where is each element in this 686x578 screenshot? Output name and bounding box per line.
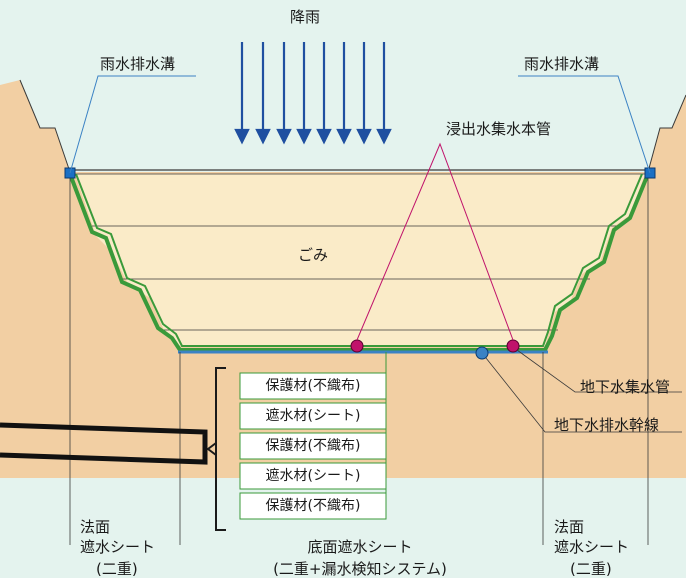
left-slope-line1: 法面 bbox=[80, 518, 111, 536]
extension-lines bbox=[69, 178, 649, 545]
right-drain-leader bbox=[518, 75, 651, 174]
soil-outline-right bbox=[647, 94, 686, 173]
liner-green-inner bbox=[75, 173, 643, 347]
bottom-line1: 底面遮水シート bbox=[307, 538, 413, 556]
ground-soil bbox=[0, 80, 70, 478]
layers-bracket bbox=[215, 367, 226, 531]
leachate-pipe-left bbox=[350, 339, 364, 353]
waste-body bbox=[75, 174, 645, 346]
bracket-point bbox=[206, 442, 217, 456]
liner-layer-4: 遮水材(シート) bbox=[265, 468, 361, 484]
groundwater-drain-label: 地下水排水幹線 bbox=[554, 416, 660, 434]
bottom-line2: (二重+漏水検知システム) bbox=[273, 560, 447, 578]
leachate-leader bbox=[356, 142, 514, 341]
groundwater-collection-leader bbox=[516, 349, 682, 393]
right-slope-line2: 遮水シート bbox=[554, 538, 630, 556]
waste-layer-lines bbox=[75, 173, 645, 331]
liner-layer-2: 遮水材(シート) bbox=[265, 408, 361, 424]
groundwater-pipe bbox=[475, 346, 489, 360]
groundwater-drain-leader bbox=[485, 357, 682, 433]
rain-label: 降雨 bbox=[290, 8, 321, 26]
leachate-pipe-label: 浸出水集水本管 bbox=[446, 120, 552, 138]
right-drain-label: 雨水排水溝 bbox=[524, 55, 600, 73]
left-slope-line3: (二重) bbox=[96, 560, 138, 578]
right-slope-line1: 法面 bbox=[554, 518, 585, 536]
groundwater-collection-label: 地下水集水管 bbox=[580, 378, 671, 396]
right-slope-line3: (二重) bbox=[570, 560, 612, 578]
liner-layer-1: 保護材(不織布) bbox=[265, 378, 361, 394]
liner-green bbox=[68, 173, 650, 352]
liner-layer-3: 保護材(不織布) bbox=[265, 438, 361, 454]
liner-layer-5: 保護材(不織布) bbox=[265, 498, 361, 514]
ground-soil-right bbox=[648, 95, 686, 478]
left-drain-label: 雨水排水溝 bbox=[100, 55, 176, 73]
callout-box bbox=[0, 422, 208, 465]
soil-outline bbox=[19, 79, 71, 173]
liner-layer-boxes bbox=[239, 372, 387, 520]
waste-label: ごみ bbox=[298, 246, 329, 264]
left-drain-leader bbox=[69, 75, 196, 174]
rain-arrows bbox=[234, 42, 392, 145]
left-slope-line2: 遮水シート bbox=[80, 538, 156, 556]
